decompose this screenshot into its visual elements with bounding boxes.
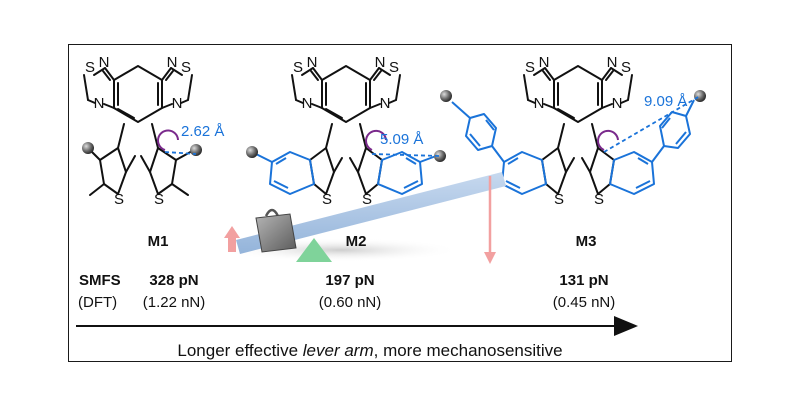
m2-name: M2 [346, 233, 367, 250]
caption-after: , more mechanosensitive [374, 341, 563, 360]
figure-frame [68, 44, 732, 362]
weight-icon [255, 208, 297, 253]
m1-distance-line [164, 151, 197, 155]
m1-name: M1 [148, 233, 169, 250]
svg-text:N: N [607, 54, 618, 71]
molecule-m1-structure: S N N S N N S S [82, 54, 224, 208]
svg-text:S: S [594, 191, 604, 208]
m3-force-smfs: 131 pN [559, 272, 608, 289]
m3-force-dft: (0.45 nN) [553, 294, 616, 311]
svg-text:N: N [375, 54, 386, 71]
svg-text:N: N [307, 54, 318, 71]
m2-distance-line [371, 153, 441, 157]
m3-distance-line [603, 95, 701, 153]
molecule-names: M1 M2 M3 [148, 233, 597, 250]
m1-distance-label: 2.62 Å [181, 123, 224, 140]
force-values: SMFS (DFT) 328 pN (1.22 nN) 197 pN (0.60… [78, 272, 615, 311]
smfs-row-label: SMFS [79, 272, 121, 289]
svg-text:S: S [85, 59, 95, 76]
m3-anchor-ball-right [694, 90, 706, 102]
svg-text:N: N [94, 95, 105, 112]
m2-force-dft: (0.60 nN) [319, 294, 382, 311]
m2-force-smfs: 197 pN [325, 272, 374, 289]
m1-atom-labels: S N N S N N [85, 54, 191, 112]
m3-torsion-arc [597, 129, 619, 151]
m3-atom-labels: S N N S N N [525, 54, 631, 112]
svg-text:S: S [154, 191, 164, 208]
caption-emphasis: lever arm [303, 341, 374, 360]
lever-illustration [220, 172, 506, 264]
svg-text:N: N [172, 95, 183, 112]
m1-force-smfs: 328 pN [149, 272, 198, 289]
molecule-m2-structure: S N N S N N [246, 54, 446, 208]
m2-distance-label: 5.09 Å [380, 131, 423, 148]
svg-text:N: N [612, 95, 623, 112]
svg-text:N: N [380, 95, 391, 112]
m2-anchor-ball-right [434, 150, 446, 162]
up-arrow-icon [224, 226, 240, 252]
m1-anchor-ball-left [82, 142, 94, 154]
down-arrow-icon [484, 176, 496, 264]
svg-text:S: S [621, 59, 631, 76]
lever-bar [236, 172, 506, 254]
m1-torsion-arc [157, 129, 179, 151]
svg-text:S: S [293, 59, 303, 76]
svg-text:S: S [181, 59, 191, 76]
m3-anchor-ball-left [440, 90, 452, 102]
caption: Longer effective lever arm, more mechano… [177, 341, 562, 360]
m3-name: M3 [576, 233, 597, 250]
m2-atom-labels: S N N S N N [293, 54, 399, 112]
svg-text:N: N [539, 54, 550, 71]
dft-row-label: (DFT) [78, 294, 117, 311]
svg-text:S: S [362, 191, 372, 208]
svg-text:S: S [525, 59, 535, 76]
svg-text:S: S [389, 59, 399, 76]
svg-text:N: N [534, 95, 545, 112]
m3-distance-label: 9.09 Å [644, 93, 687, 110]
m2-anchor-ball-left [246, 146, 258, 158]
svg-text:N: N [302, 95, 313, 112]
svg-text:N: N [99, 54, 110, 71]
m1-anchor-ball-right [190, 144, 202, 156]
fulcrum-triangle [296, 238, 332, 262]
m2-torsion-arc [365, 129, 387, 151]
svg-text:S: S [114, 191, 124, 208]
svg-text:S: S [554, 191, 564, 208]
molecule-m3-structure: S N N S N N [440, 54, 706, 208]
m1-force-dft: (1.22 nN) [143, 294, 206, 311]
svg-text:S: S [322, 191, 332, 208]
svg-text:N: N [167, 54, 178, 71]
caption-before: Longer effective [177, 341, 302, 360]
